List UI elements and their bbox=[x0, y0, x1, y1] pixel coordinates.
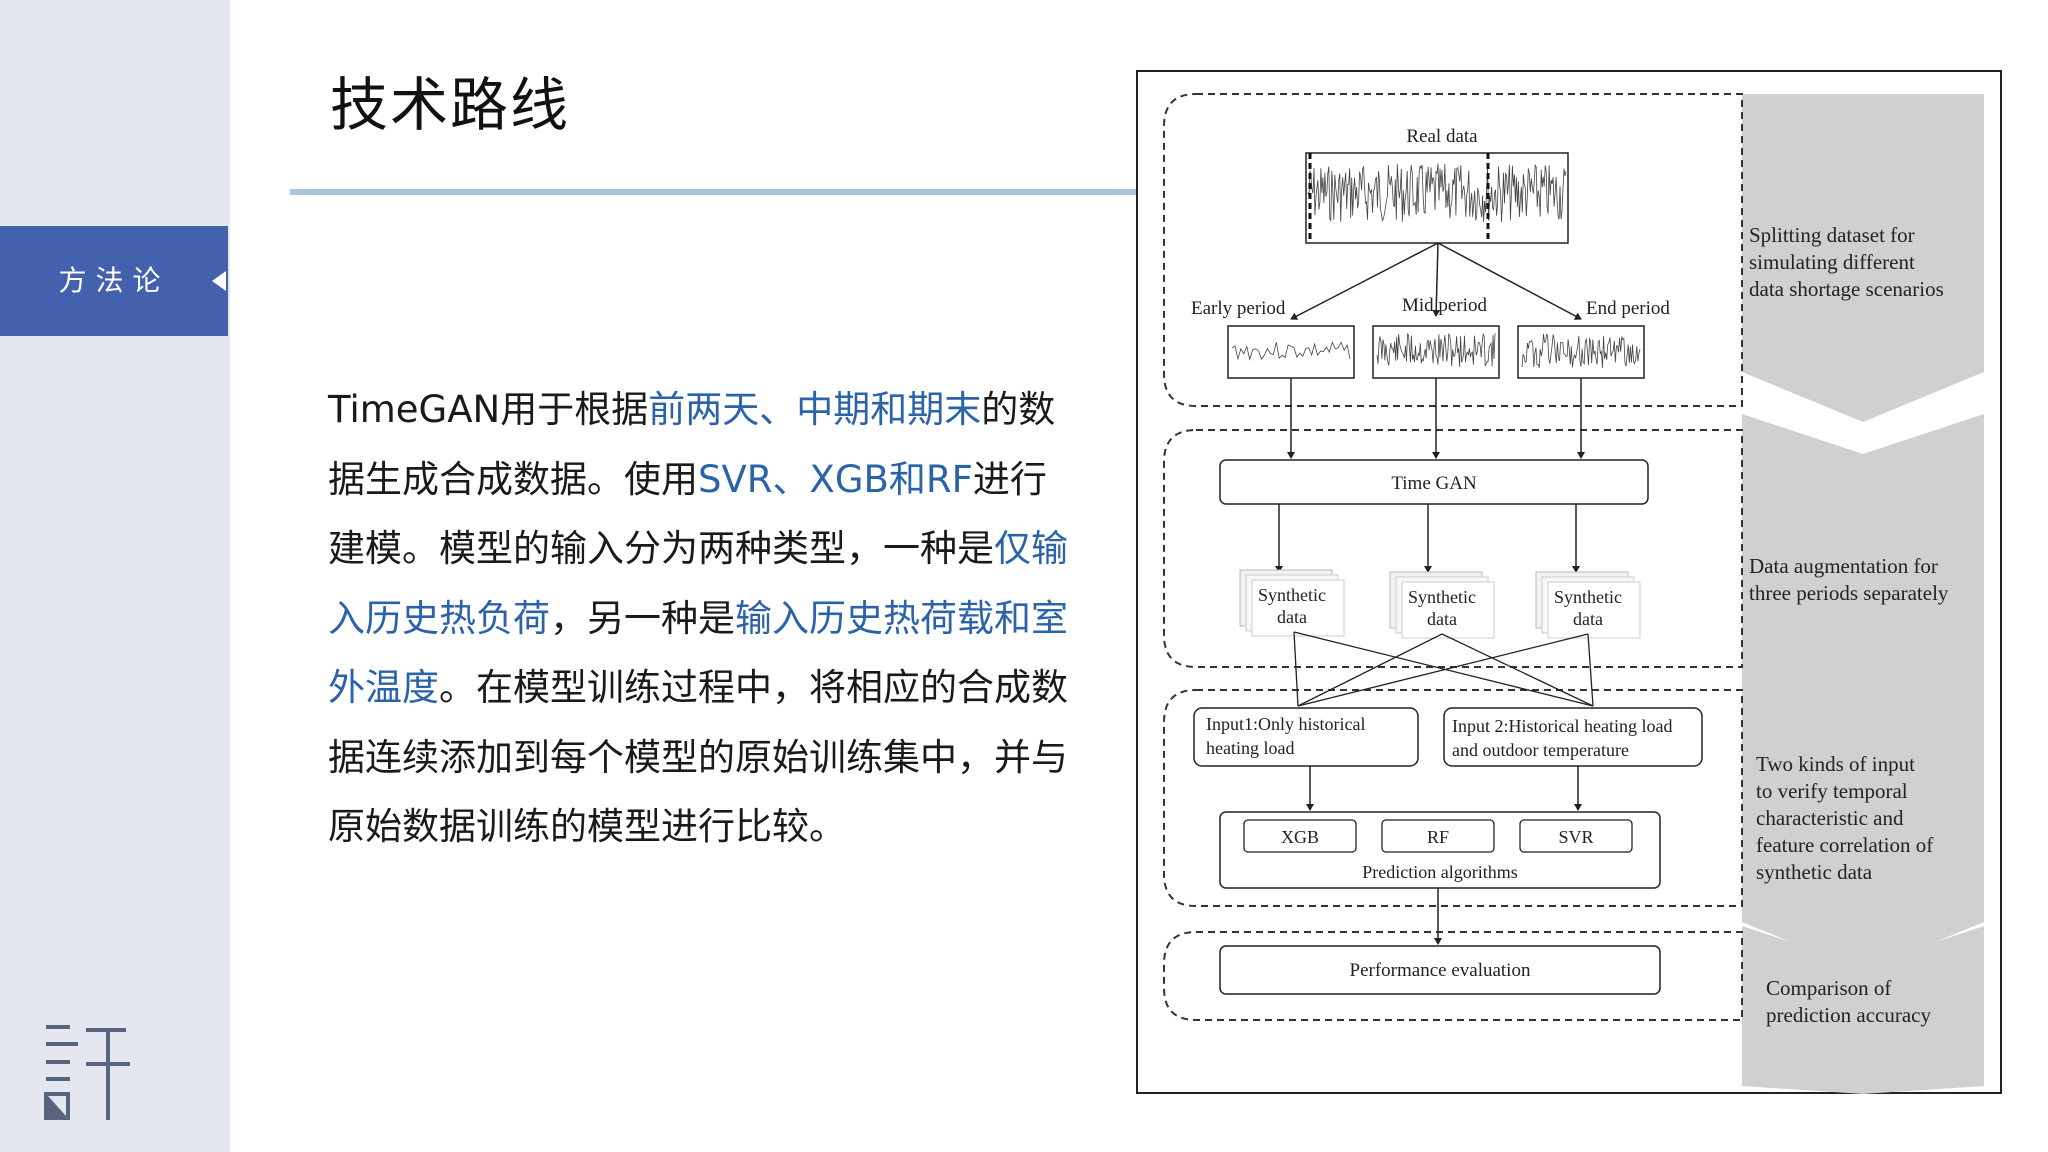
input1-label-line: Input1:Only historical bbox=[1206, 714, 1365, 734]
performance-evaluation-box bbox=[1219, 945, 1661, 995]
waveform-line bbox=[1231, 341, 1351, 361]
input2-label-line: and outdoor temperature bbox=[1452, 740, 1629, 760]
end-waveform bbox=[1521, 333, 1641, 368]
end-period-label: End period bbox=[1586, 298, 1670, 319]
prediction-algorithms-caption: Prediction algorithms bbox=[1362, 862, 1517, 882]
active-indicator bbox=[212, 271, 226, 291]
svr-box bbox=[1519, 819, 1633, 853]
waveform-line bbox=[1307, 163, 1567, 223]
cross-connections bbox=[1293, 631, 1594, 707]
nav-item-methodology[interactable]: 方法论 bbox=[0, 226, 228, 336]
synthetic-stack-1 bbox=[1239, 569, 1345, 637]
synthetic-label-line: data bbox=[1277, 607, 1307, 627]
timegan-label: Time GAN bbox=[1391, 473, 1477, 494]
stage-label-line: Splitting dataset for bbox=[1749, 223, 1915, 247]
stage-label-line: simulating different bbox=[1749, 250, 1915, 274]
title-divider bbox=[290, 189, 1138, 195]
synthetic-label-line: data bbox=[1573, 609, 1603, 629]
stage-label-line: three periods separately bbox=[1749, 581, 1949, 605]
split-arrows bbox=[1290, 242, 1582, 320]
synthetic-label-line: data bbox=[1427, 609, 1457, 629]
body-paragraph: TimeGAN用于根据前两天、中期和期末的数据生成合成数据。使用SVR、XGB和… bbox=[328, 375, 1068, 862]
mid-period-label: Mid period bbox=[1402, 295, 1487, 316]
input1-box bbox=[1193, 707, 1419, 767]
technical-route-diagram: Splitting dataset for simulating differe… bbox=[1136, 70, 2002, 1094]
stage-label-line: prediction accuracy bbox=[1766, 1003, 1931, 1027]
highlighted-text: 仅输入历史热负荷 bbox=[328, 527, 1068, 640]
early-waveform bbox=[1231, 341, 1351, 361]
rf-box bbox=[1381, 819, 1495, 853]
waveform-line bbox=[1521, 333, 1641, 368]
early-period-plot bbox=[1227, 325, 1355, 379]
sidebar: 方法论 bbox=[0, 0, 230, 1152]
real-data-plot bbox=[1305, 152, 1569, 244]
stage-label-line: to verify temporal bbox=[1756, 779, 1908, 803]
process-chevron-band bbox=[1742, 92, 1984, 1094]
timegan-box bbox=[1219, 459, 1649, 505]
algorithm-label: RF bbox=[1427, 827, 1449, 847]
mid-waveform bbox=[1376, 332, 1496, 367]
stage-containers bbox=[1163, 93, 1743, 1021]
text-segment: 的数据生成合成数据。使用 bbox=[328, 388, 1056, 501]
highlighted-text: 输入历史热荷载和室外温度 bbox=[328, 596, 1068, 710]
slide-title: 技术路线 bbox=[330, 71, 571, 139]
synthetic-stack-2 bbox=[1389, 571, 1495, 639]
synthetic-stack-3 bbox=[1535, 571, 1641, 639]
text-segment: TimeGAN用于根据 bbox=[328, 388, 649, 431]
highlighted-text: 前两天、中期和期末 bbox=[648, 388, 982, 431]
synthetic-label-line: Synthetic bbox=[1258, 585, 1326, 605]
stage-label-line: Two kinds of input bbox=[1756, 752, 1915, 776]
early-period-label: Early period bbox=[1191, 298, 1286, 319]
algorithm-label: XGB bbox=[1281, 827, 1319, 847]
stage-label-line: Comparison of bbox=[1766, 976, 1891, 1000]
real-data-label: Real data bbox=[1406, 126, 1478, 147]
xu-character-logo-icon bbox=[44, 1025, 130, 1120]
to-synthetic-arrows bbox=[1275, 504, 1580, 573]
synthetic-label-line: Synthetic bbox=[1554, 587, 1622, 607]
stage-label-line: synthetic data bbox=[1756, 860, 1873, 884]
input2-box bbox=[1443, 707, 1703, 767]
to-timegan-arrows bbox=[1287, 378, 1585, 459]
xgb-box bbox=[1243, 819, 1357, 853]
text-segment: 进行建模。模型的输入分为两种类型，一种是 bbox=[328, 457, 1047, 571]
to-algorithm-arrows bbox=[1306, 766, 1582, 811]
algorithm-label: SVR bbox=[1558, 827, 1593, 847]
highlighted-text: SVR、XGB和RF bbox=[698, 457, 973, 501]
performance-evaluation-label: Performance evaluation bbox=[1350, 960, 1531, 981]
stage-label-line: Data augmentation for bbox=[1749, 554, 1938, 578]
stage-label-line: characteristic and bbox=[1756, 806, 1904, 830]
waveform-line bbox=[1376, 332, 1496, 367]
input1-label-line: heating load bbox=[1206, 738, 1294, 758]
text-segment: ，另一种是 bbox=[550, 596, 735, 640]
input2-label-line: Input 2:Historical heating load bbox=[1452, 716, 1672, 736]
text-segment: 。在模型训练过程中，将相应的合成数据连续添加到每个模型的原始训练集中，并与原始数… bbox=[328, 666, 1068, 848]
synthetic-label-line: Synthetic bbox=[1408, 587, 1476, 607]
real-data-waveform bbox=[1307, 163, 1567, 223]
stage-label-line: feature correlation of bbox=[1756, 833, 1933, 857]
stage-label-line: data shortage scenarios bbox=[1749, 277, 1944, 301]
end-period-plot bbox=[1517, 325, 1645, 379]
